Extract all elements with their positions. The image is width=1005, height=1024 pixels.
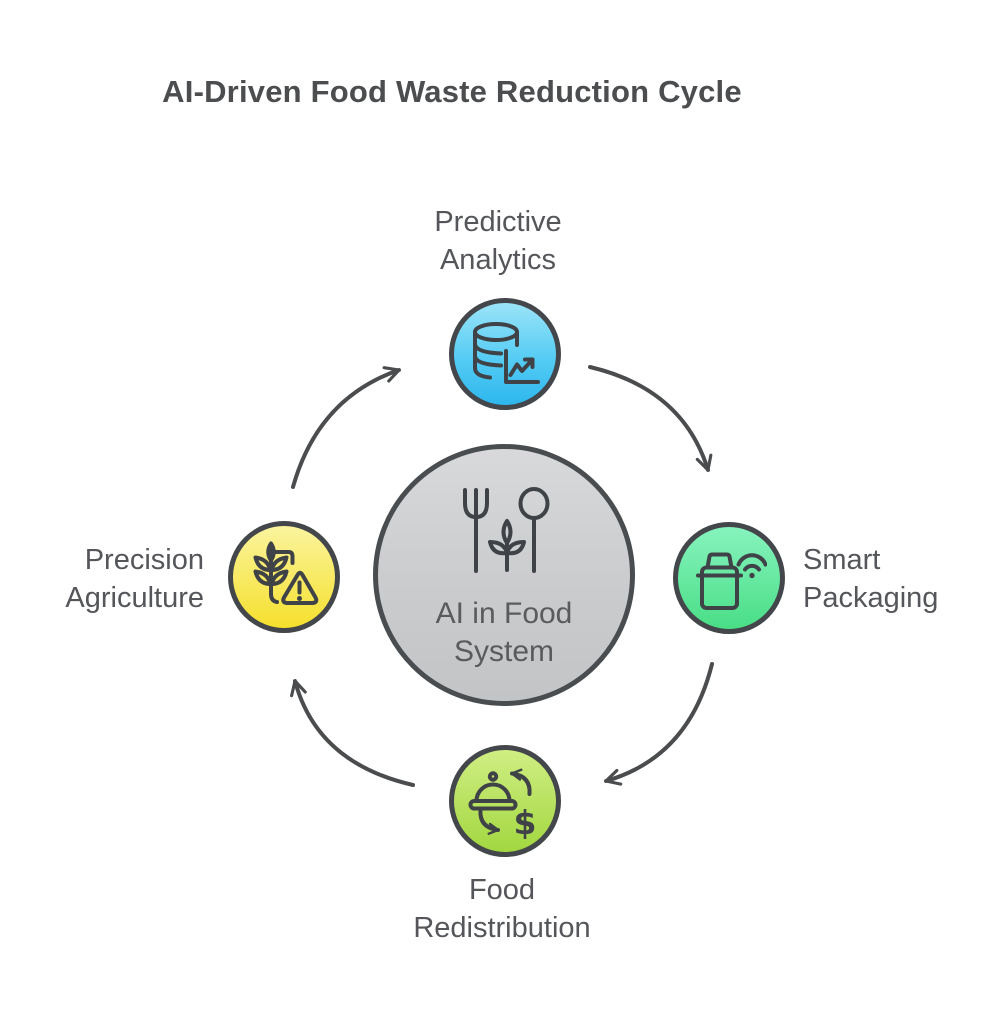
database-trend-chart-icon [473,322,540,384]
label-line: Redistribution [413,912,591,944]
center-label-line-1: AI in Food [435,597,573,630]
page-title: AI-Driven Food Waste Reduction Cycle [162,74,742,109]
node-food-redistribution: $ [449,745,561,857]
label-smart-packaging: Smart Packaging [803,541,1005,617]
node-predictive-analytics [449,298,561,410]
food-dome-exchange-dollar-icon: $ [468,768,537,839]
label-line: Analytics [439,244,557,276]
label-line: Smart [803,544,881,576]
arrow-top-to-right [588,365,713,472]
label-line: Food [468,874,536,906]
label-line: Packaging [803,582,939,614]
label-line: Predictive [434,206,562,238]
label-precision-agriculture: Precision Agriculture [0,541,204,617]
arrow-bottom-to-left [290,679,415,787]
fork-plant-spoon-icon [463,487,550,573]
center-label-line-2: System [453,635,555,668]
arrow-left-to-top [291,366,401,489]
label-predictive-analytics: Predictive Analytics [348,203,648,279]
node-smart-packaging [673,522,785,634]
center-node: AI in Food System [373,444,635,706]
label-line: Precision [84,544,204,576]
node-precision-agriculture [228,521,340,633]
label-line: Agriculture [65,582,204,614]
arrow-right-to-bottom [604,662,714,786]
center-label: AI in Food System [436,595,573,671]
package-wifi-icon [696,552,767,610]
dollar-sign-glyph: $ [514,803,537,839]
wheat-warning-icon [253,541,319,605]
label-food-redistribution: Food Redistribution [352,871,652,947]
